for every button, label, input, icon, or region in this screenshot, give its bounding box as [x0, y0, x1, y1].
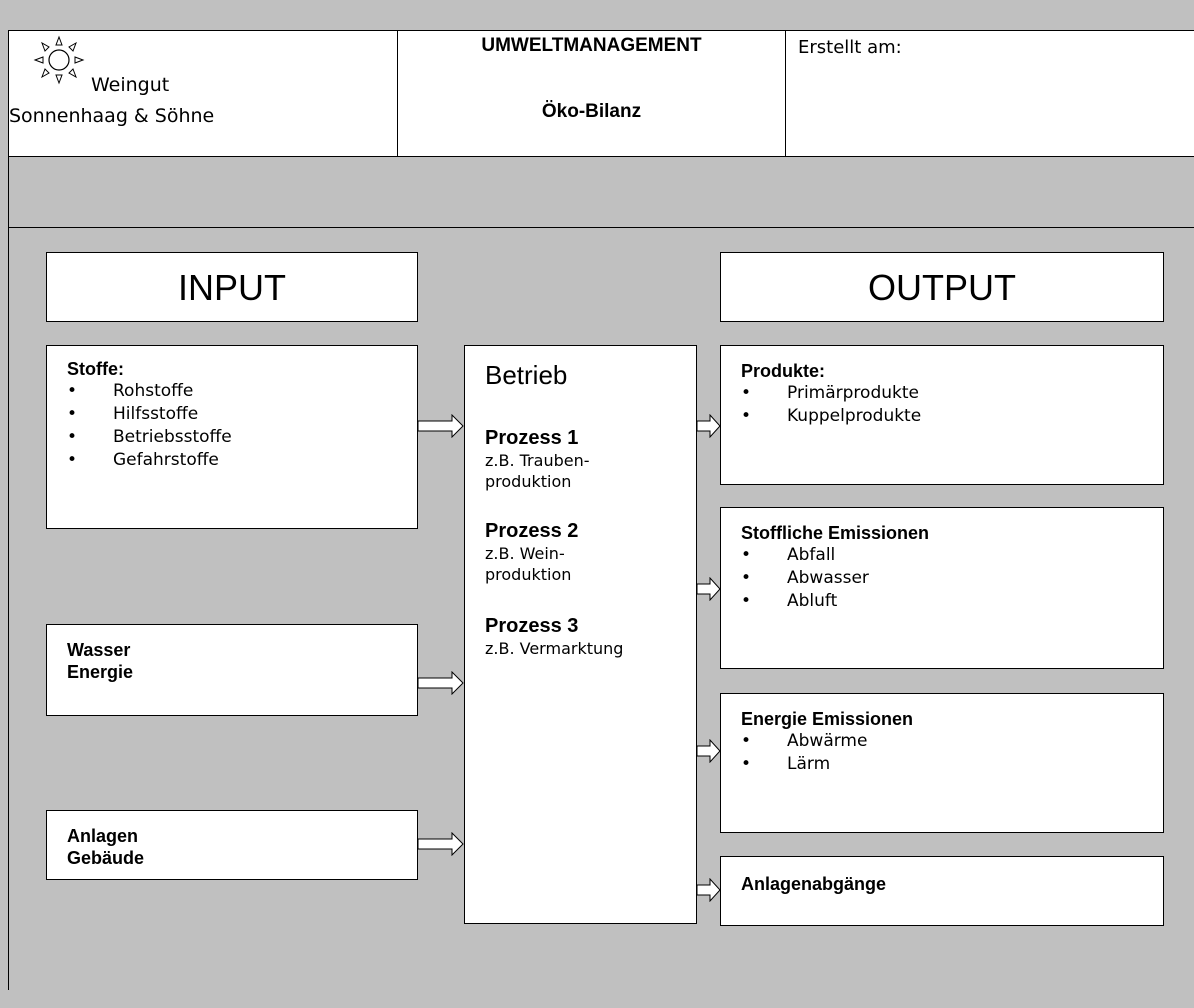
list-item: Abwasser [741, 567, 1163, 590]
input-box-wasser-energie: Wasser Energie [46, 624, 418, 716]
company-name-line2: Sonnenhaag & Söhne [9, 105, 215, 127]
output-box-energie-emissionen: Energie Emissionen Abwärme Lärm [720, 693, 1164, 833]
input-stoffe-title: Stoffe: [67, 359, 124, 379]
output-title-box: OUTPUT [720, 252, 1164, 322]
output-stoffliche-title: Stoffliche Emissionen [741, 523, 930, 543]
output-box-anlagenabgaenge: Anlagenabgänge [720, 856, 1164, 926]
output-produkte-title: Produkte: [741, 361, 826, 381]
list-item: Betriebsstoffe [67, 426, 417, 449]
output-box-stoffliche-emissionen: Stoffliche Emissionen Abfall Abwasser Ab… [720, 507, 1164, 669]
header-divider-1 [397, 30, 398, 157]
header-subtitle: Öko-Bilanz [541, 101, 642, 122]
arrow-right-icon [697, 414, 721, 438]
process-2-desc: z.B. Wein- produktion [485, 544, 572, 584]
input-gebaeude-label: Gebäude [67, 848, 145, 868]
list-item: Lärm [741, 753, 1163, 776]
process-3-desc: z.B. Vermarktung [485, 639, 624, 658]
list-item: Rohstoffe [67, 380, 417, 403]
process-3-title: Prozess 3 [485, 615, 579, 637]
header-title-cell: UMWELTMANAGEMENT Öko-Bilanz [398, 31, 785, 156]
input-anlagen-label: Anlagen [67, 826, 139, 846]
sun-logo-icon [33, 35, 85, 85]
created-label: Erstellt am: [798, 37, 902, 58]
output-anlagenabgaenge-title: Anlagenabgänge [741, 874, 887, 894]
input-wasser-label: Wasser [67, 640, 131, 660]
arrow-right-icon [697, 577, 721, 601]
arrow-right-icon [418, 671, 464, 695]
output-energie-title: Energie Emissionen [741, 709, 914, 729]
input-title-box: INPUT [46, 252, 418, 322]
output-produkte-list: Primärprodukte Kuppelprodukte [741, 382, 1163, 428]
input-energie-label: Energie [67, 662, 134, 682]
output-title: OUTPUT [868, 267, 1016, 308]
header-top-border [8, 30, 1194, 31]
company-name-line1: Weingut [91, 74, 170, 96]
betrieb-title: Betrieb [485, 360, 568, 390]
input-title: INPUT [178, 267, 286, 308]
list-item: Abluft [741, 590, 1163, 613]
input-box-stoffe: Stoffe: Rohstoffe Hilfsstoffe Betriebsst… [46, 345, 418, 529]
input-stoffe-list: Rohstoffe Hilfsstoffe Betriebsstoffe Gef… [67, 380, 417, 472]
output-stoffliche-list: Abfall Abwasser Abluft [741, 544, 1163, 613]
header-title: UMWELTMANAGEMENT [481, 35, 702, 56]
list-item: Kuppelprodukte [741, 405, 1163, 428]
list-item: Gefahrstoffe [67, 449, 417, 472]
header-divider-2 [785, 30, 786, 157]
output-box-produkte: Produkte: Primärprodukte Kuppelprodukte [720, 345, 1164, 485]
arrow-right-icon [418, 832, 464, 856]
section-divider [8, 227, 1194, 228]
frame-left-border [8, 30, 9, 990]
header-bottom-border [8, 156, 1194, 157]
process-1-desc: z.B. Trauben- produktion [485, 451, 590, 491]
output-energie-list: Abwärme Lärm [741, 730, 1163, 776]
list-item: Primärprodukte [741, 382, 1163, 405]
list-item: Abwärme [741, 730, 1163, 753]
center-box-betrieb: Betrieb Prozess 1 z.B. Trauben- produkti… [464, 345, 697, 924]
process-2-title: Prozess 2 [485, 520, 579, 542]
list-item: Abfall [741, 544, 1163, 567]
arrow-right-icon [697, 878, 721, 902]
list-item: Hilfsstoffe [67, 403, 417, 426]
header-created-cell: Erstellt am: [786, 31, 1194, 156]
input-box-anlagen-gebaeude: Anlagen Gebäude [46, 810, 418, 880]
arrow-right-icon [418, 414, 464, 438]
header-logo-cell: Weingut Sonnenhaag & Söhne [9, 31, 397, 156]
arrow-right-icon [697, 739, 721, 763]
process-1-title: Prozess 1 [485, 427, 579, 449]
